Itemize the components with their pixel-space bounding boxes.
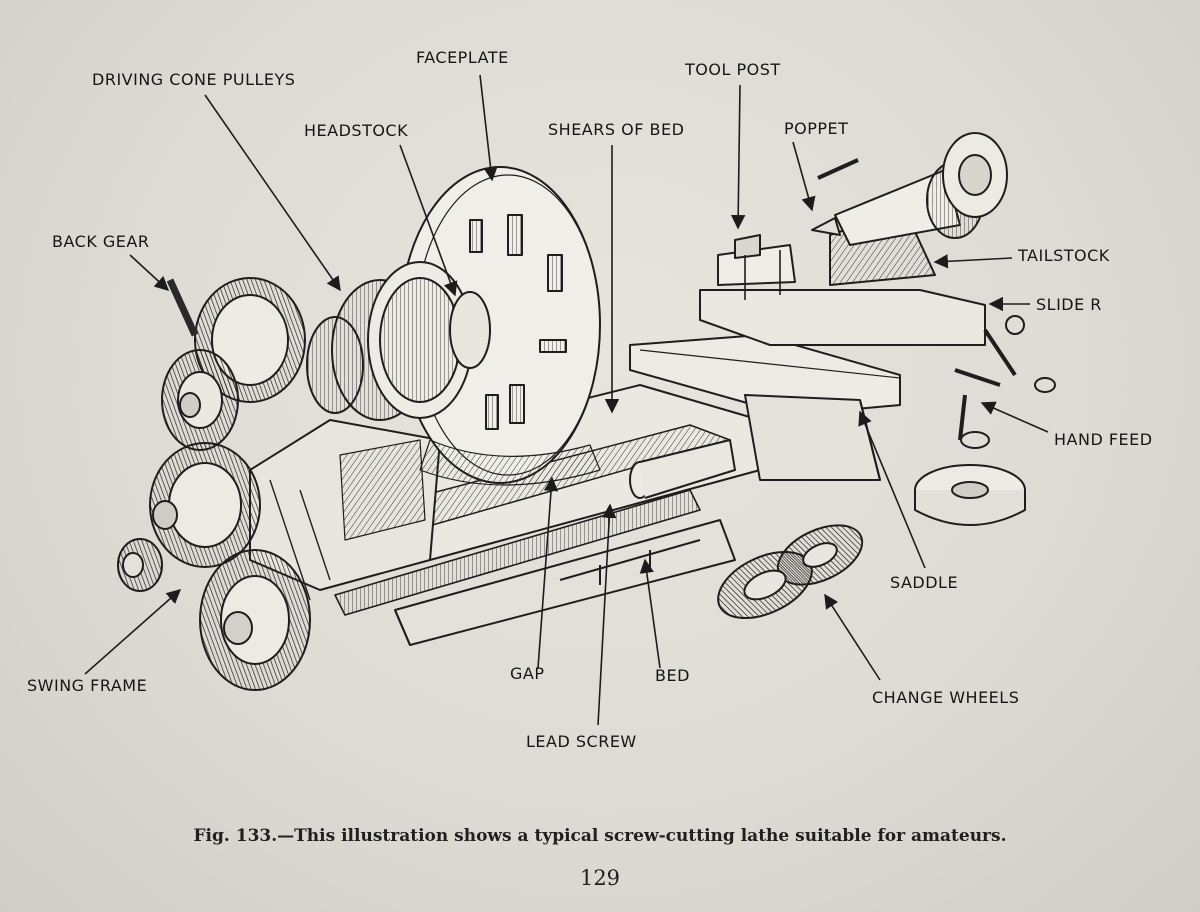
label-headstock: HEADSTOCK (304, 121, 409, 140)
carriage-drawing (629, 289, 986, 481)
back-gear-drawing (161, 277, 306, 451)
label-lead-screw: LEAD SCREW (526, 732, 637, 751)
page-number: 129 (579, 866, 621, 890)
tool-post-drawing (717, 234, 796, 300)
tailstock-drawing (811, 132, 1008, 286)
label-hand-feed: HAND FEED (1054, 430, 1153, 449)
label-slide-rest: SLIDE R (1036, 295, 1102, 314)
spare-collar-drawing (914, 464, 1026, 526)
cone-pulleys-drawing (306, 261, 491, 421)
label-tailstock: TAILSTOCK (1018, 246, 1110, 265)
label-driving-cone-pulleys: DRIVING CONE PULLEYS (92, 70, 296, 89)
leader-faceplate (479, 74, 498, 182)
lathe-drawing (117, 132, 1056, 691)
label-change-wheels: CHANGE WHEELS (872, 688, 1020, 707)
leader-saddle (858, 410, 926, 569)
figure-caption: Fig. 133.—This illustration shows a typi… (193, 826, 1007, 846)
label-bed: BED (655, 666, 690, 685)
leader-bed (639, 558, 661, 669)
leader-lines (84, 74, 1049, 726)
leader-change-wheels (824, 593, 881, 681)
change-wheels-drawing (717, 524, 864, 620)
leader-driving-cone-pulleys (204, 94, 341, 292)
leader-hand-feed (980, 401, 1049, 433)
label-shears-of-bed: SHEARS OF BED (548, 120, 685, 139)
label-back-gear: BACK GEAR (52, 232, 150, 251)
hand-feed-drawing (954, 315, 1056, 449)
leader-poppet (792, 141, 816, 212)
label-tool-post: TOOL POST (685, 60, 781, 79)
label-faceplate: FACEPLATE (416, 48, 509, 67)
leader-lead-screw (597, 503, 617, 726)
label-gap: GAP (510, 664, 545, 683)
leader-headstock (399, 144, 458, 297)
leader-swing-frame (84, 589, 182, 675)
label-saddle: SADDLE (890, 573, 959, 592)
leader-tailstock (933, 254, 1013, 269)
leader-gap (537, 476, 559, 669)
gear-train-drawing (117, 442, 311, 691)
label-swing-frame: SWING FRAME (27, 676, 148, 695)
leader-back-gear (129, 254, 170, 291)
label-poppet: POPPET (784, 119, 849, 138)
headstock-body (249, 419, 441, 601)
leader-tool-post (730, 84, 746, 230)
